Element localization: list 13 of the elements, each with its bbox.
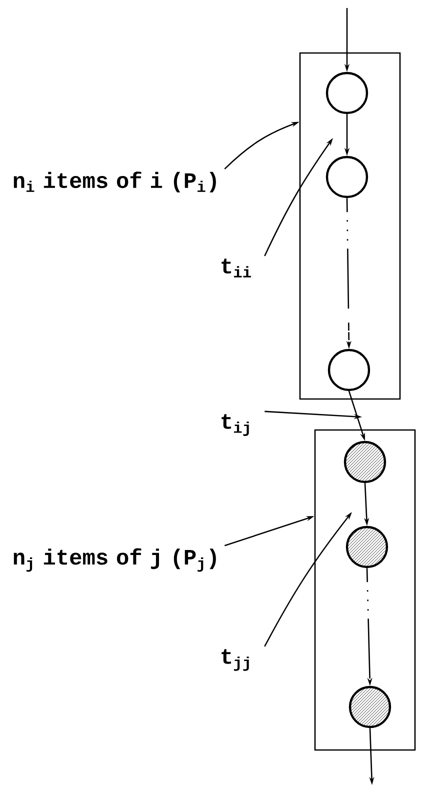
circle <box>326 72 368 114</box>
group-box <box>299 52 401 400</box>
label-text: t$_{ij}$ <box>222 414 249 436</box>
circle <box>326 156 368 198</box>
hatched-circle <box>346 526 388 568</box>
label-text: t$_{ii}$ <box>222 258 251 278</box>
label-text: n$_{i}$ items of i (P$_{i}$) <box>14 172 216 192</box>
label-text: t$_{jj}$ <box>222 649 249 671</box>
group-box <box>314 429 416 751</box>
hatched-circle <box>348 686 392 728</box>
label-text: n$_{j}$ items of j (P$_{j}$) <box>14 548 216 572</box>
hatched-circle <box>344 440 386 484</box>
circle <box>328 348 370 392</box>
